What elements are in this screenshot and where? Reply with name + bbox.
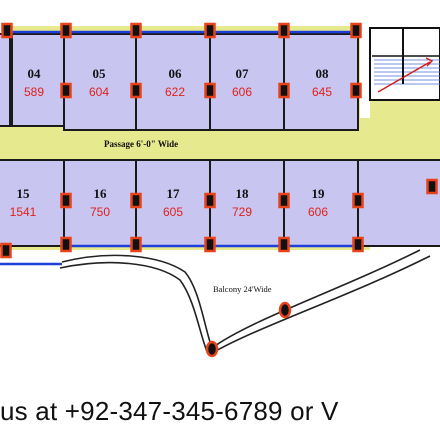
column <box>130 192 142 209</box>
shop-number-07: 07 <box>236 66 250 81</box>
contact-footer: us at +92-347-345-6789 or V <box>0 396 440 427</box>
shop-area-04: 589 <box>24 85 44 99</box>
column <box>278 236 290 253</box>
shop-18 <box>209 159 285 247</box>
shop-03-partial <box>0 33 11 127</box>
column <box>130 236 142 253</box>
column <box>60 236 72 253</box>
shop-number-04: 04 <box>28 66 42 81</box>
column <box>204 22 216 39</box>
shop-20-partial <box>357 159 440 247</box>
shop-area-05: 604 <box>89 85 109 99</box>
shop-number-08: 08 <box>316 66 330 81</box>
shop-08 <box>283 33 359 131</box>
column <box>352 236 364 253</box>
column <box>60 82 72 99</box>
shop-area-16: 750 <box>90 205 110 219</box>
balcony-outline <box>59 249 431 355</box>
shop-number-15: 15 <box>17 186 31 201</box>
shop-19 <box>283 159 359 247</box>
shop-07 <box>209 33 285 131</box>
shop-number-19: 19 <box>312 186 326 201</box>
column <box>278 192 290 209</box>
column <box>278 82 290 99</box>
shop-area-19: 606 <box>308 205 328 219</box>
shop-area-15: 1541 <box>10 205 37 219</box>
shop-area-17: 605 <box>163 205 183 219</box>
column <box>350 22 362 39</box>
column <box>352 192 364 209</box>
shop-area-18: 729 <box>232 205 252 219</box>
shop-number-06: 06 <box>169 66 183 81</box>
shop-area-08: 645 <box>312 85 332 99</box>
shop-number-18: 18 <box>236 186 250 201</box>
shop-number-05: 05 <box>93 66 107 81</box>
column <box>1 22 13 39</box>
column <box>60 192 72 209</box>
column <box>278 22 290 39</box>
passage-label: Passage 6'-0" Wide <box>104 139 178 149</box>
column <box>204 192 216 209</box>
shop-number-16: 16 <box>94 186 108 201</box>
shop-number-17: 17 <box>167 186 181 201</box>
column <box>0 242 12 259</box>
column <box>350 82 362 99</box>
column <box>204 82 216 99</box>
balcony-label: Balcony 24'Wide <box>213 284 272 294</box>
balcony-columns <box>205 301 292 358</box>
column <box>204 236 216 253</box>
column <box>130 82 142 99</box>
shop-16 <box>63 159 137 247</box>
shop-area-07: 606 <box>232 85 252 99</box>
shop-05 <box>63 33 137 131</box>
shop-06 <box>135 33 211 131</box>
structural-columns <box>0 22 438 259</box>
shop-17 <box>135 159 211 247</box>
footer-text: us at +92-347-345-6789 or V <box>0 396 339 426</box>
shop-15 <box>0 159 65 247</box>
column <box>130 22 142 39</box>
shop-04 <box>11 33 65 127</box>
stair-core <box>369 27 440 101</box>
shop-area-06: 622 <box>165 85 185 99</box>
windows-bottom <box>0 244 356 266</box>
column <box>60 22 72 39</box>
column <box>426 178 438 195</box>
